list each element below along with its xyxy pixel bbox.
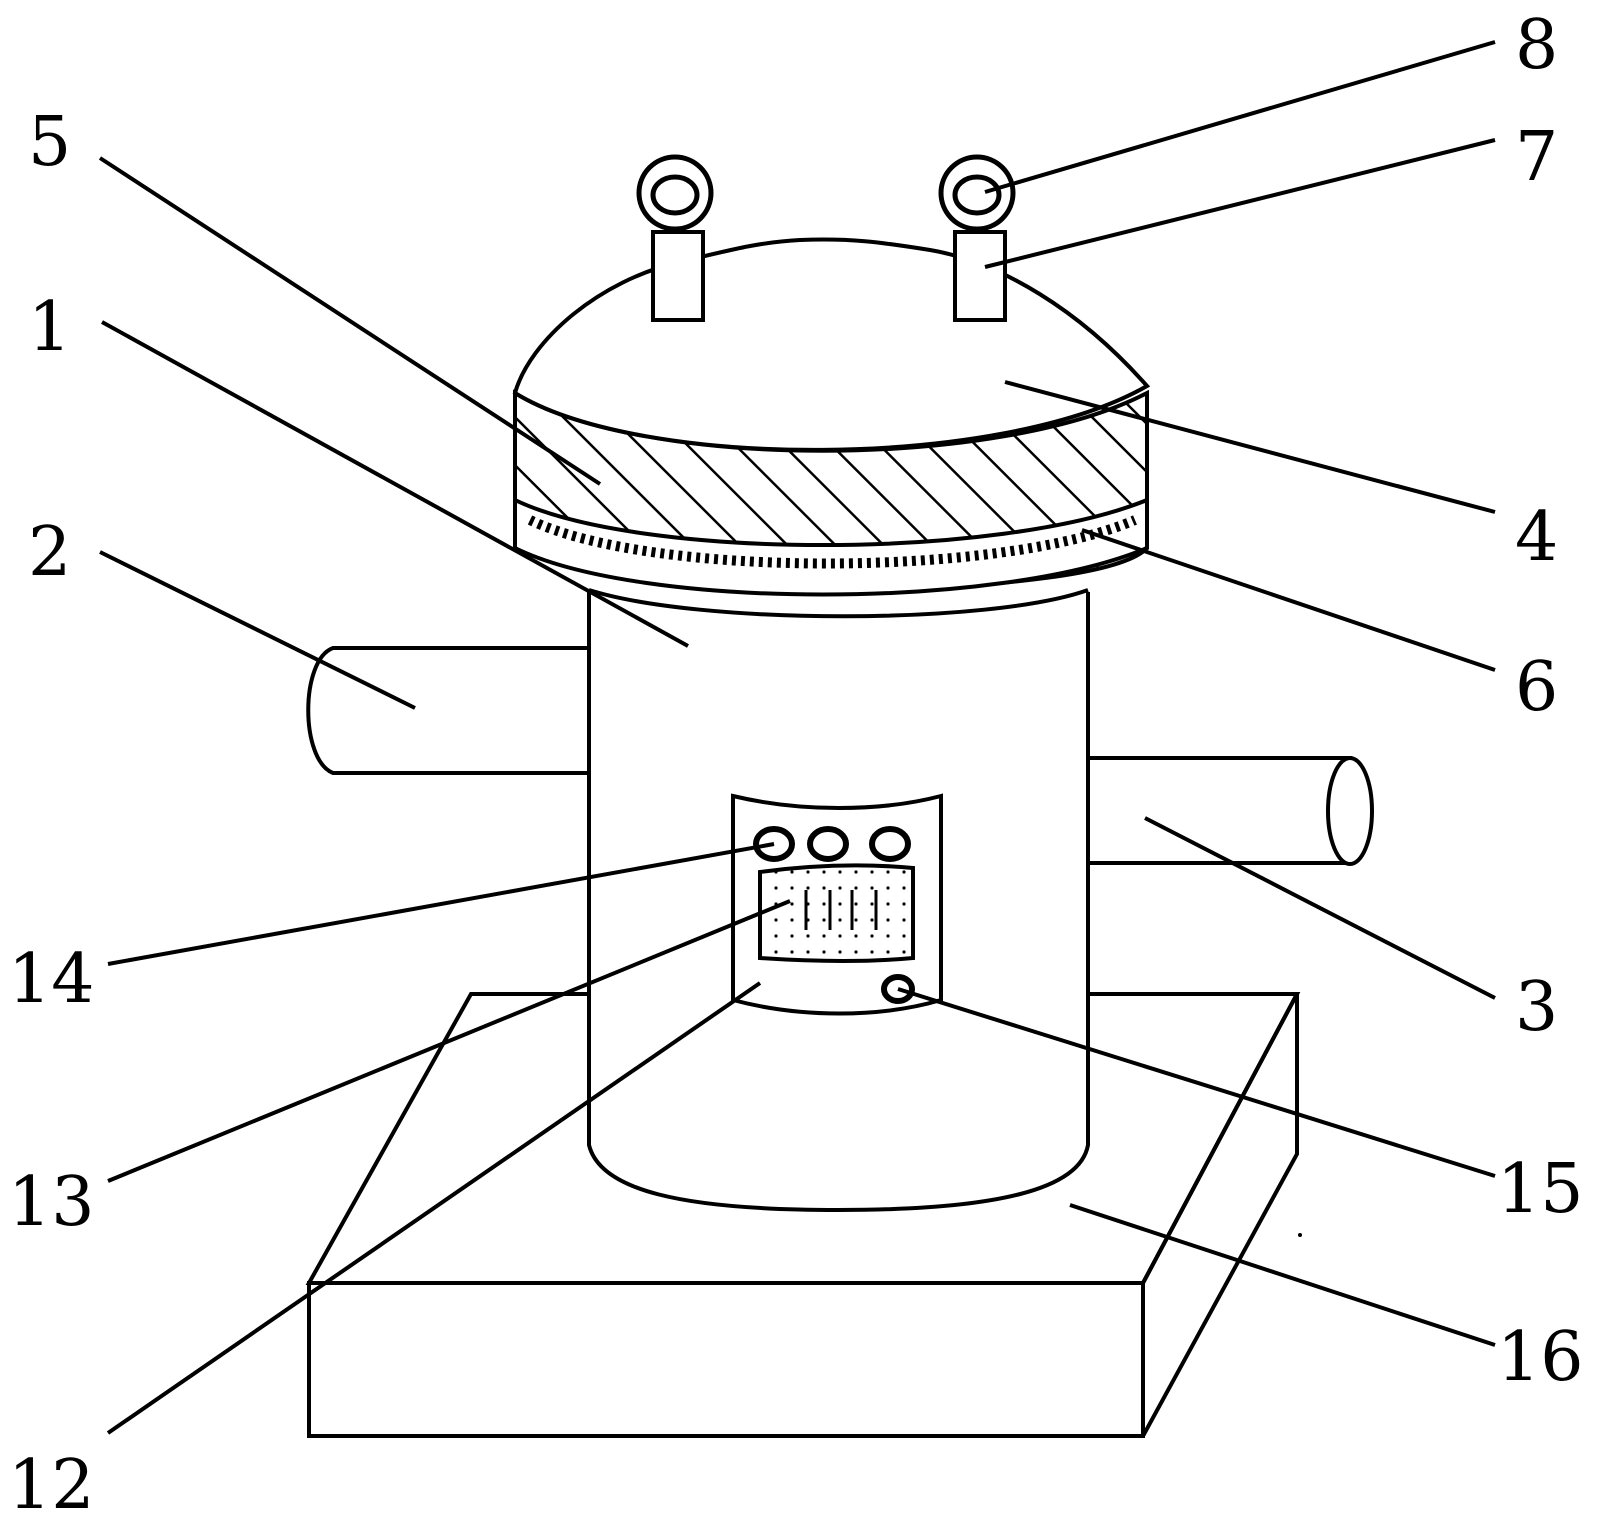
label-13: 13 xyxy=(8,1163,95,1242)
label-8: 8 xyxy=(1515,6,1558,85)
dome-lid xyxy=(512,237,1151,452)
label-12: 12 xyxy=(8,1446,95,1518)
label-5: 5 xyxy=(28,103,71,182)
label-7: 7 xyxy=(1515,118,1558,197)
lifting-ring-right xyxy=(938,154,1016,322)
label-14: 14 xyxy=(8,940,95,1019)
label-3: 3 xyxy=(1515,968,1558,1047)
label-6: 6 xyxy=(1515,648,1558,727)
outlet-pipe xyxy=(1090,756,1374,866)
base-plate xyxy=(305,992,1302,1438)
leader-lines xyxy=(98,40,1496,1435)
control-panel xyxy=(731,793,943,1016)
label-15: 15 xyxy=(1497,1150,1584,1229)
button-knob xyxy=(869,826,911,862)
button-knob xyxy=(807,826,849,862)
part-labels: 5 1 2 14 13 12 8 7 4 6 3 15 16 xyxy=(8,6,1584,1518)
lifting-ring-left xyxy=(636,154,714,322)
inlet-pipe xyxy=(306,646,587,775)
label-4: 4 xyxy=(1515,498,1558,577)
label-2: 2 xyxy=(28,513,71,592)
label-16: 16 xyxy=(1497,1318,1584,1397)
label-1: 1 xyxy=(28,288,71,367)
